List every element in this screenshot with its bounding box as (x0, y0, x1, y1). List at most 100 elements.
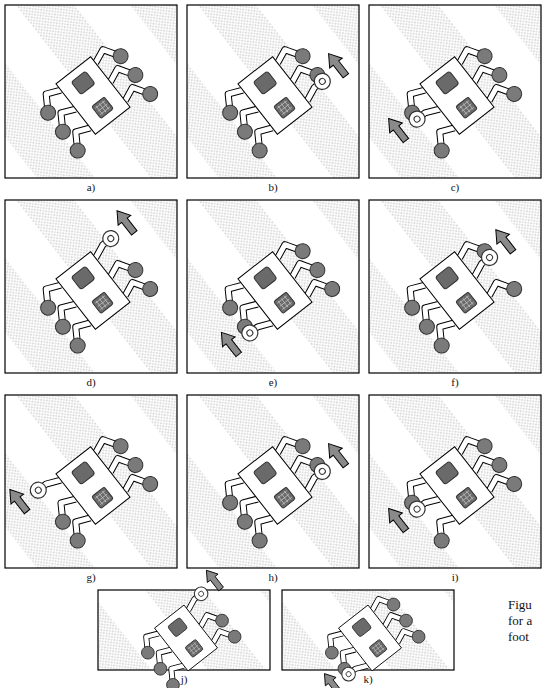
control-grid (102, 296, 109, 305)
body-pad (71, 71, 95, 95)
motion-arrow (382, 504, 412, 536)
control-grid (194, 643, 200, 650)
planted-foot (249, 140, 270, 161)
lifted-foot (311, 70, 333, 92)
lifted-foot (406, 108, 428, 130)
motion-arrow (4, 485, 34, 517)
body-pad (167, 617, 187, 637)
panel-frame (5, 5, 177, 178)
body-pad (435, 461, 459, 485)
terrain-band (5, 395, 175, 568)
panel-frame (5, 395, 177, 568)
caption-fragment: for a (508, 614, 532, 627)
gait-panel (256, 0, 545, 308)
hexapod-robot (213, 23, 360, 161)
planted-foot (504, 83, 525, 104)
body-pad (435, 266, 459, 290)
panel-frame (282, 590, 454, 670)
planted-foot (504, 278, 525, 299)
terrain-band (282, 590, 454, 670)
motion-arrow (322, 439, 352, 471)
panel-label: k) (363, 674, 372, 685)
control-grid (466, 296, 473, 305)
control-grid (102, 491, 109, 500)
lifted-foot (406, 498, 428, 520)
panel-label: b) (268, 182, 277, 193)
body-pad (253, 266, 277, 290)
lifted-foot (192, 584, 211, 603)
hexapod-robot (4, 415, 161, 565)
control-grid (378, 643, 384, 650)
terrain-band (5, 5, 175, 178)
control-grid (466, 101, 473, 110)
terrain-band (369, 200, 541, 373)
terrain-band (5, 395, 177, 568)
lifted-foot (239, 322, 261, 344)
panel-frame (187, 5, 359, 178)
planted-foot (52, 316, 73, 337)
planted-foot (292, 436, 313, 457)
planted-foot (323, 644, 341, 662)
planted-foot (67, 335, 88, 356)
planted-foot (110, 46, 131, 67)
robot-body (420, 252, 494, 330)
panel-frame (369, 5, 541, 178)
control-unit (92, 487, 114, 509)
planted-foot (67, 530, 88, 551)
planted-foot (67, 140, 88, 161)
planted-foot (220, 102, 241, 123)
robot-body (238, 57, 312, 135)
planted-foot (292, 46, 313, 67)
control-grid (466, 491, 473, 500)
motion-arrow (201, 566, 226, 593)
control-unit (456, 292, 478, 314)
robot-body (420, 447, 494, 525)
motion-arrow (111, 206, 141, 238)
planted-foot (125, 260, 146, 281)
planted-foot (125, 455, 146, 476)
body-pad (435, 71, 459, 95)
hexapod-robot (31, 37, 161, 161)
planted-foot (410, 628, 428, 646)
control-grid (102, 101, 109, 110)
lifted-foot (107, 234, 115, 242)
panel-frame (98, 590, 270, 670)
lifted-foot (318, 467, 326, 475)
gait-panel (256, 49, 545, 503)
terrain-band (187, 395, 359, 568)
planted-foot (220, 297, 241, 318)
planted-foot (431, 530, 452, 551)
control-unit (369, 639, 388, 657)
planted-foot (234, 511, 255, 532)
planted-foot (52, 511, 73, 532)
lifted-foot (198, 590, 205, 597)
control-unit (92, 292, 114, 314)
planted-foot (139, 644, 157, 662)
caption-fragment: Figu (508, 598, 532, 611)
lifted-foot (27, 479, 49, 501)
panel-label: i) (452, 572, 459, 583)
planted-foot (140, 83, 161, 104)
planted-foot (489, 455, 510, 476)
planted-foot (110, 436, 131, 457)
control-unit (456, 487, 478, 509)
robot-body (56, 57, 130, 135)
lifted-foot (478, 246, 500, 268)
terrain-band (369, 5, 539, 178)
lifted-foot (34, 486, 42, 494)
motion-arrow (382, 114, 412, 146)
lifted-foot (345, 671, 352, 678)
terrain-band (98, 590, 270, 670)
lifted-foot (100, 227, 122, 249)
robot-body (238, 252, 312, 330)
hexapod-robot (377, 427, 524, 565)
control-grid (284, 296, 291, 305)
terrain-band (187, 395, 357, 568)
lifted-foot (485, 253, 493, 261)
planted-foot (292, 241, 313, 262)
hexapod-robot (213, 413, 360, 551)
hexapod-robot (125, 566, 259, 688)
control-unit (274, 487, 296, 509)
planted-foot (431, 335, 452, 356)
control-unit (92, 97, 114, 119)
